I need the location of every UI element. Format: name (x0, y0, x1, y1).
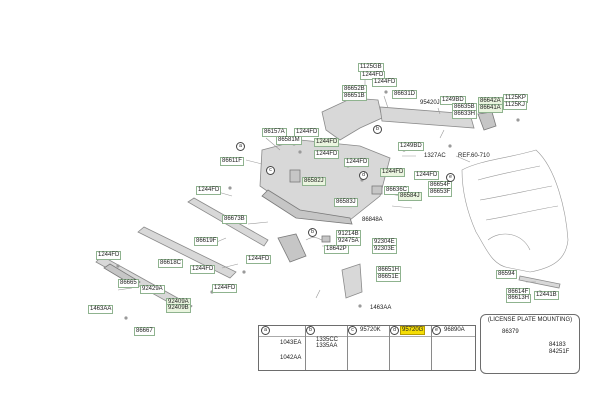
label-86611F: 86611F (220, 157, 244, 166)
license-plate-title: (LICENSE PLATE MOUNTING) (487, 317, 573, 323)
label-86636C: 86636C (384, 186, 410, 195)
support-rod (518, 275, 561, 289)
quarter-panel-ref (461, 149, 569, 273)
label-1244FD-right: 1244FD (246, 255, 272, 264)
side-bracket-left (289, 169, 301, 183)
legend-d-code-highlighted: 95720G (400, 326, 426, 335)
label-1463AA-a: 1463AA (88, 305, 114, 314)
label-1244FD-left: 1244FD (96, 251, 122, 260)
label-86583J: 86583J (334, 198, 358, 207)
legend-divider-1 (305, 326, 306, 370)
bumper-lower-lip (261, 189, 353, 225)
legend-letter-a: a (261, 326, 270, 335)
quarter-panel-arch (487, 233, 531, 251)
label-1244FD-b: 1244FD (372, 78, 398, 87)
legend-a-row2: 1042AA (280, 355, 302, 361)
label-86651E: 86651E (376, 273, 401, 282)
license-code-84183: 84183 (549, 342, 566, 348)
legend-header-row (259, 326, 475, 337)
legend-divider-3 (389, 326, 390, 370)
legend-letter-b: b (306, 326, 315, 335)
middle-moulding-strip (137, 226, 237, 279)
label-86631D: 86631D (392, 90, 418, 99)
legend-a-row1: 1043EA (280, 340, 302, 346)
label-86582J: 86582J (302, 177, 326, 186)
label-95420J: 95420J (420, 100, 440, 106)
label-86641A: 86641A (478, 104, 503, 113)
label-86667: 86667 (134, 327, 155, 336)
legend-letter-e: e (432, 326, 441, 335)
legend-c-code: 95720K (360, 327, 381, 333)
legend-e-code: 96890A (444, 327, 465, 333)
license-code-86379: 86379 (502, 329, 519, 335)
label-1463AA-b: 1463AA (370, 305, 392, 311)
quarter-panel-inner (477, 165, 559, 221)
legend-divider-4 (431, 326, 432, 370)
label-92303E: 92303E (372, 245, 397, 254)
label-1125KJ: 1125KJ (503, 101, 527, 110)
label-86613H: 86613H (506, 294, 532, 303)
label-86653F: 86653F (428, 188, 453, 197)
callout-c: c (266, 166, 275, 175)
label-1244FD-c: 1244FD (294, 128, 320, 137)
label-1244FD-lower: 1244FD (212, 284, 238, 293)
label-1244FD-h: 1244FD (414, 171, 440, 180)
label-86594: 86594 (496, 270, 517, 279)
label-86584J: 86584J (398, 192, 422, 201)
label-1244FD-e: 1244FD (314, 150, 340, 159)
label-86673B: 86673B (222, 215, 247, 224)
legend-letter-c: c (348, 326, 357, 335)
upper-reflector-panel (321, 97, 383, 141)
label-1249BD-b: 1249BD (398, 142, 424, 151)
label-1244FD-f: 1244FD (344, 158, 370, 167)
label-12441B: 12441B (534, 291, 559, 300)
label-86157A: 86157A (262, 128, 287, 137)
license-plate-mounting-box: (LICENSE PLATE MOUNTING) (480, 314, 580, 374)
license-code-84251F: 84251F (549, 349, 570, 355)
legend-b-row2: 1335AA (316, 343, 338, 349)
label-92409B: 92409B (166, 304, 191, 313)
callout-d: d (359, 171, 368, 180)
label-86618C: 86618C (158, 259, 184, 268)
callout-b: b (373, 125, 382, 134)
rear-lamp (341, 263, 363, 299)
side-bracket-right (371, 185, 383, 195)
label-1244FD-mid: 1244FD (190, 265, 216, 274)
callout-e: e (446, 173, 455, 182)
callout-b-lower: b (308, 228, 317, 237)
label-1244FD-g: 1244FD (380, 168, 406, 177)
label-ref-60-710: REF.60-710 (458, 153, 490, 159)
label-1244FD-top-strip: 1244FD (196, 186, 222, 195)
beam-bracket (477, 111, 497, 131)
sensor-module (277, 233, 307, 263)
label-86581M: 86581M (276, 136, 302, 145)
legend-divider-2 (347, 326, 348, 370)
label-86633H: 86633H (452, 110, 478, 119)
label-1244FD-d: 1244FD (314, 138, 340, 147)
legend-b-row1: 1335CC (316, 337, 339, 343)
label-92429A: 92429A (140, 285, 165, 294)
label-86651B: 86651B (342, 92, 367, 101)
callout-a: a (236, 142, 245, 151)
label-86619F: 86619F (194, 237, 219, 246)
label-1327AC: 1327AC (424, 153, 446, 159)
legend-letter-d: d (390, 326, 399, 335)
label-86665: 86665 (118, 279, 139, 288)
wiring-connector (321, 235, 331, 243)
rear-impact-beam (379, 106, 475, 129)
label-86848A: 86848A (362, 217, 383, 223)
label-18642P: 18642P (324, 245, 349, 254)
